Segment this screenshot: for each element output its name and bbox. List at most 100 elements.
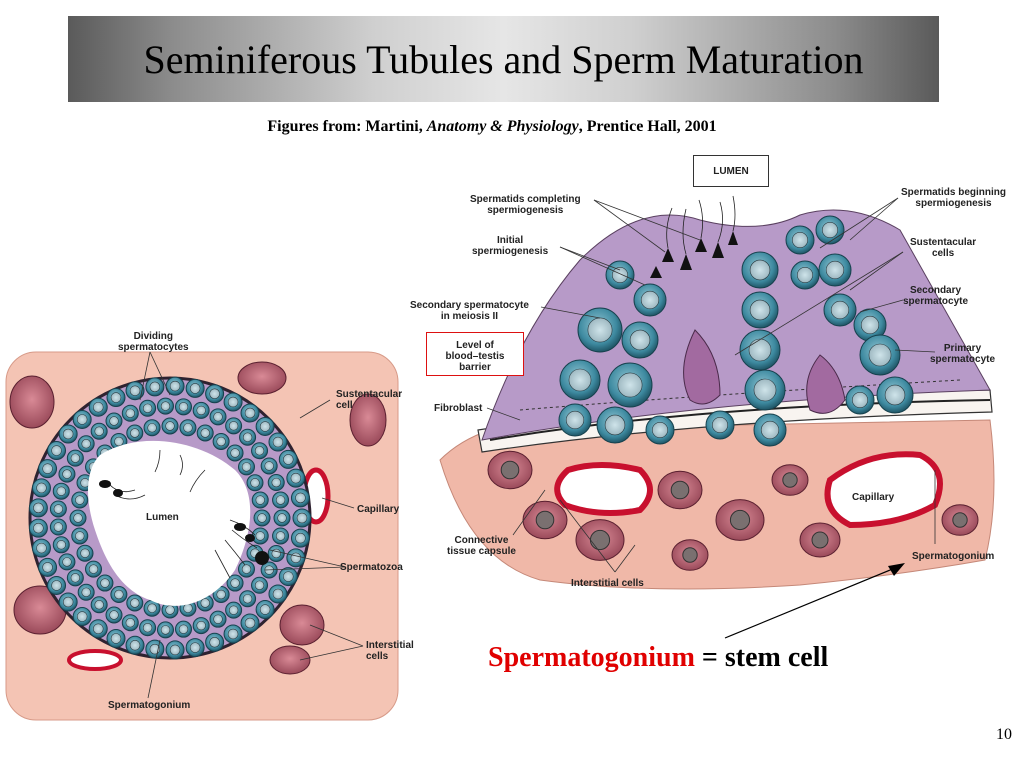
germ-cell-nucleus bbox=[56, 486, 66, 496]
germ-cell-nucleus bbox=[825, 260, 845, 280]
germ-cell-nucleus bbox=[257, 513, 267, 523]
germ-cell-nucleus bbox=[241, 564, 252, 574]
label-capillary-left: Capillary bbox=[357, 504, 400, 515]
germ-cell-nucleus bbox=[629, 329, 651, 351]
pointer-arrow bbox=[724, 563, 905, 639]
germ-cell-nucleus bbox=[75, 531, 85, 541]
spermatids bbox=[650, 231, 738, 278]
figure-credit: Figures from: Martini, Anatomy & Physiol… bbox=[0, 118, 1024, 136]
interstitial-cell-nucleus bbox=[729, 509, 751, 531]
germ-cell-nucleus bbox=[244, 407, 256, 419]
germ-cell-nucleus bbox=[81, 587, 91, 597]
slide-title: Seminiferous Tubules and Sperm Maturatio… bbox=[143, 36, 864, 82]
germ-cell-nucleus bbox=[213, 412, 223, 422]
germ-cell-nucleus bbox=[290, 472, 302, 484]
germ-cell-nucleus bbox=[617, 372, 643, 398]
germ-cell-nucleus bbox=[272, 588, 284, 600]
germ-cell-nucleus bbox=[275, 495, 286, 505]
germ-cell-nucleus bbox=[271, 477, 281, 488]
germ-cell-nucleus bbox=[255, 495, 265, 505]
germ-cell-nucleus bbox=[753, 378, 777, 402]
germ-cell-nucleus bbox=[62, 428, 74, 440]
germ-cell-nucleus bbox=[178, 624, 189, 634]
germ-cell-nucleus bbox=[296, 512, 308, 524]
credit-book: Anatomy & Physiology bbox=[426, 118, 579, 135]
germ-cell-nucleus bbox=[604, 414, 626, 436]
germ-cell-nucleus bbox=[216, 436, 226, 447]
germ-cell-nucleus bbox=[53, 522, 64, 532]
label-spermatids-beginning: Spermatids beginning spermiogenesis bbox=[901, 187, 1007, 209]
germ-cell-nucleus bbox=[295, 492, 306, 504]
label-sustentacular-cells: Sustentacular cells bbox=[910, 237, 977, 259]
germ-cell-nucleus bbox=[165, 421, 175, 431]
germ-cell-nucleus bbox=[611, 266, 628, 283]
caption-rest: = stem cell bbox=[694, 642, 829, 673]
germ-cell-nucleus bbox=[254, 446, 265, 456]
germ-cell-nucleus bbox=[283, 454, 294, 465]
germ-cell-nucleus bbox=[165, 605, 175, 615]
germ-cell-nucleus bbox=[160, 625, 171, 635]
germ-cell-nucleus bbox=[70, 573, 81, 583]
germ-cell-nucleus bbox=[748, 338, 772, 362]
interstitial-cell-nucleus bbox=[670, 480, 690, 500]
germ-cell-nucleus bbox=[114, 436, 124, 447]
germ-cell-nucleus bbox=[711, 416, 728, 433]
germ-cell-nucleus bbox=[216, 589, 226, 600]
germ-cell-nucleus bbox=[189, 642, 201, 653]
germ-cell-nucleus bbox=[264, 461, 274, 471]
germ-cell-nucleus bbox=[760, 420, 780, 440]
germ-cell-nucleus bbox=[196, 620, 206, 631]
label-connective-tissue: Connective tissue capsule bbox=[447, 535, 516, 557]
germ-cell-nucleus bbox=[130, 598, 140, 608]
germ-cell-nucleus bbox=[259, 604, 271, 615]
germ-cell-nucleus bbox=[88, 564, 99, 574]
label-spermatogonium-left: Spermatogonium bbox=[108, 700, 191, 711]
germ-cell-nucleus bbox=[228, 605, 239, 615]
germ-cell-nucleus bbox=[147, 603, 157, 613]
label-initial-spermiogenesis: Initial spermiogenesis bbox=[472, 235, 549, 257]
label-primary-spermatocyte: Primary spermatocyte bbox=[930, 343, 996, 365]
germ-cell-nucleus bbox=[33, 522, 44, 534]
germ-cell-nucleus bbox=[130, 428, 140, 438]
germ-cell-nucleus bbox=[33, 502, 44, 514]
interstitial-cells-right bbox=[487, 450, 979, 571]
germ-cell-nucleus bbox=[149, 381, 161, 393]
germ-cell-nucleus bbox=[796, 266, 813, 283]
germ-cell-nucleus bbox=[70, 453, 81, 463]
germ-cell-nucleus bbox=[283, 571, 294, 582]
germ-cell-nucleus bbox=[81, 439, 91, 449]
credit-prefix: Figures from: Martini, bbox=[267, 118, 427, 135]
germ-cell-nucleus bbox=[62, 596, 74, 608]
germ-cell-nucleus bbox=[51, 445, 62, 456]
germ-cell-nucleus bbox=[259, 421, 271, 432]
germ-cell-nucleus bbox=[295, 532, 306, 544]
label-spermatozoa: Spermatozoa bbox=[340, 562, 403, 573]
germ-cell-nucleus bbox=[275, 531, 286, 541]
germ-cell-nucleus bbox=[110, 633, 122, 644]
germ-cell-nucleus bbox=[94, 600, 104, 610]
germ-cell-nucleus bbox=[200, 428, 210, 438]
germ-cell-nucleus bbox=[80, 478, 90, 488]
germ-cell-nucleus bbox=[36, 542, 47, 554]
germ-cell-nucleus bbox=[640, 290, 660, 310]
barrier-box: Level of blood–testis barrier bbox=[426, 332, 524, 376]
germ-cell-nucleus bbox=[129, 385, 141, 396]
capillary-right bbox=[554, 451, 943, 529]
leader-lines bbox=[139, 197, 936, 699]
germ-cell-nucleus bbox=[178, 402, 189, 412]
germ-cell-nucleus bbox=[209, 636, 220, 648]
germ-cell-nucleus bbox=[129, 640, 141, 651]
germ-cell-nucleus bbox=[242, 594, 253, 604]
germ-cell-nucleus bbox=[290, 552, 302, 564]
interstitial-cell-nucleus bbox=[535, 510, 555, 530]
germ-cell-nucleus bbox=[568, 368, 592, 392]
label-lumen-right: LUMEN bbox=[713, 165, 749, 177]
germ-cell-nucleus bbox=[196, 405, 206, 416]
germ-cell-nucleus bbox=[100, 578, 110, 588]
lumen-box: LUMEN bbox=[693, 155, 769, 187]
germ-cell-nucleus bbox=[230, 448, 240, 458]
germ-cells bbox=[558, 215, 914, 447]
title-bar: Seminiferous Tubules and Sperm Maturatio… bbox=[68, 16, 939, 102]
germ-cell-nucleus bbox=[227, 628, 239, 640]
germ-cell-nucleus bbox=[51, 580, 62, 591]
